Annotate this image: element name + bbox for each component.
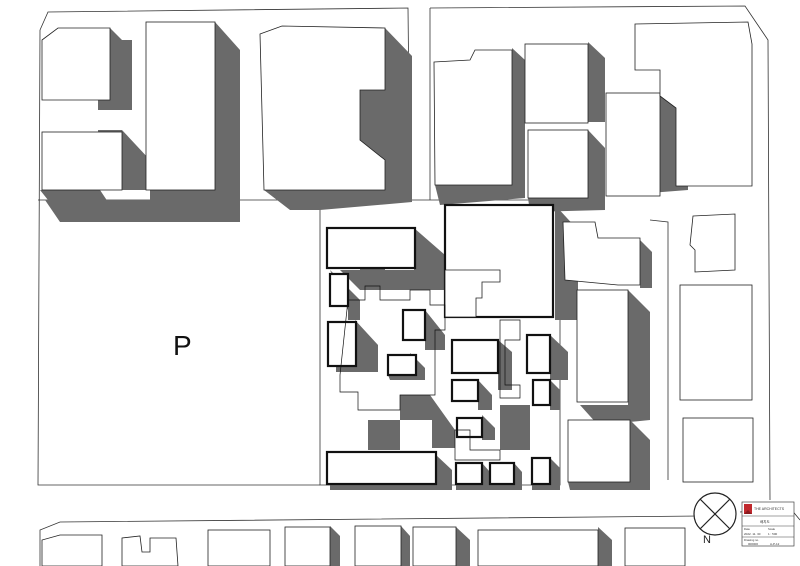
title-block-drawing-no-value: 000000 [748,542,758,546]
buildings-central-complex [325,203,555,486]
title-block-drawing-title: 배치도 [760,519,770,524]
title-block-company: THE ARCHITECTS [754,507,785,511]
parking-label: P [173,330,192,361]
company-logo-icon [744,504,752,514]
title-block-sheet-value: A-P-12 [770,542,780,546]
buildings-north-west [41,21,386,191]
title-block-date-value: 2022. 11. 30 [744,532,761,536]
north-label: N [703,534,711,546]
title-block: THE ARCHITECTS 배치도 Date 2022. 11. 30 Sca… [741,501,795,547]
buildings-east [562,221,641,483]
north-arrow-icon: N [693,492,737,546]
title-block-drawing-no-label: Drawing no. [744,538,759,542]
title-block-date-label: Date [744,527,750,531]
buildings-north-east [433,21,754,483]
title-block-scale-label: Scale [768,527,775,531]
title-block-scale-value: 1 : 500 [768,532,778,536]
buildings-south [41,525,686,566]
